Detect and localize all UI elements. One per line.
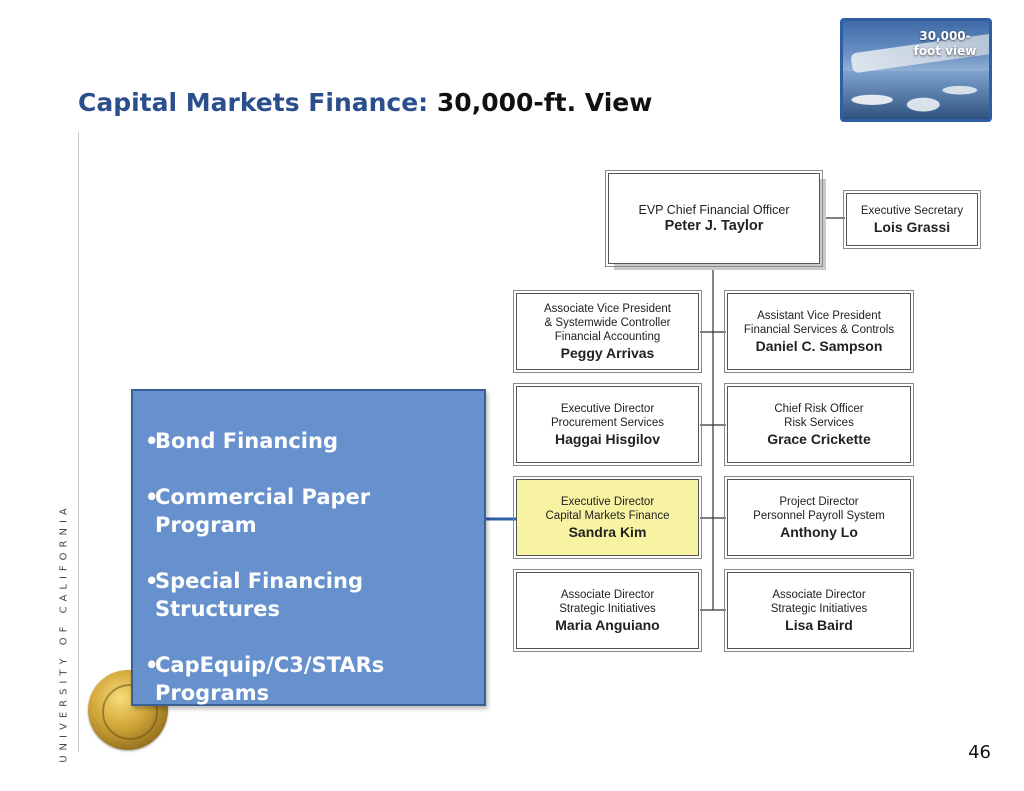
org-box-name: Grace Crickette <box>767 430 871 447</box>
org-box-role-line: Personnel Payroll System <box>753 509 885 522</box>
org-box-name: Peter J. Taylor <box>664 217 764 234</box>
org-box-role-line: Capital Markets Finance <box>545 509 670 522</box>
org-box-role-line: Financial Accounting <box>554 330 661 343</box>
org-box-role-line: Assistant Vice President <box>757 309 881 322</box>
org-box-role-line: Project Director <box>779 495 859 508</box>
bullet-icon: • <box>145 569 159 593</box>
org-box-report: Assistant Vice President Financial Servi… <box>724 290 914 373</box>
org-box-role-line: Associate Director <box>772 588 866 601</box>
org-box-role-line: Chief Risk Officer <box>774 402 864 415</box>
callout-bullet-text: Bond Financing <box>155 429 338 453</box>
org-box-cfo: EVP Chief Financial Officer Peter J. Tay… <box>605 170 823 267</box>
org-box-report: Associate Vice President & Systemwide Co… <box>513 290 702 373</box>
org-box-name: Haggai Hisgilov <box>554 430 661 447</box>
org-box-name: Peggy Arrivas <box>560 344 655 361</box>
callout-bullet-text: Commercial Paper Program <box>155 485 371 537</box>
org-box-role-line: Executive Director <box>560 402 655 415</box>
org-box-role-line: Associate Vice President <box>544 302 671 315</box>
callout-bullet-text: Special Financing Structures <box>155 569 363 621</box>
callout-bullet-item: •Special Financing Structures <box>145 567 474 623</box>
title-subtitle: 30,000-ft. View <box>436 88 653 117</box>
callout-bullet-item: •Bond Financing <box>145 427 474 455</box>
org-box-role-line: Executive Director <box>560 495 655 508</box>
org-box-role-line: Strategic Initiatives <box>559 602 656 615</box>
left-divider-rule <box>78 132 79 752</box>
org-box-name: Sandra Kim <box>568 523 647 540</box>
org-box-report: Project Director Personnel Payroll Syste… <box>724 476 914 559</box>
org-box-name: Daniel C. Sampson <box>755 337 883 354</box>
clouds-graphic <box>843 71 989 119</box>
seal-inner-ring <box>102 684 158 740</box>
org-box-name: Anthony Lo <box>780 523 858 540</box>
callout-bullet-item: •CapEquip/C3/STARs Programs <box>145 651 474 707</box>
callout-bullet-list: •Bond Financing •Commercial Paper Progra… <box>133 391 484 707</box>
org-box-secretary: Executive Secretary Lois Grassi <box>843 190 981 249</box>
org-box-report: Associate Director Strategic Initiatives… <box>724 569 914 652</box>
org-box-report: Executive Director Procurement Services … <box>513 383 702 466</box>
page-title: Capital Markets Finance: 30,000-ft. View <box>78 88 652 117</box>
org-box-role-line: Strategic Initiatives <box>770 602 868 615</box>
org-box-role-line: Procurement Services <box>550 416 665 429</box>
org-box-role-line: Risk Services <box>784 416 854 429</box>
callout-bullet-item: •Commercial Paper Program <box>145 483 474 539</box>
thumbnail-label: 30,000-foot view <box>913 29 977 58</box>
callout-bullet-text: CapEquip/C3/STARs Programs <box>155 653 385 705</box>
org-box-report: Associate Director Strategic Initiatives… <box>513 569 702 652</box>
org-box-role-line: Financial Services & Controls <box>743 323 895 336</box>
org-box-role: EVP Chief Financial Officer <box>638 202 790 217</box>
org-box-capital-markets-highlighted: Executive Director Capital Markets Finan… <box>513 476 702 559</box>
org-box-role-line: Associate Director <box>560 588 655 601</box>
org-box-name: Maria Anguiano <box>555 616 660 633</box>
page-number: 46 <box>968 742 991 763</box>
org-box-name: Lois Grassi <box>873 218 951 235</box>
bullet-icon: • <box>145 653 159 677</box>
org-box-name: Lisa Baird <box>785 616 853 633</box>
bullet-icon: • <box>145 429 159 453</box>
org-box-role: Executive Secretary <box>860 204 964 217</box>
org-box-role-line: & Systemwide Controller <box>544 316 671 329</box>
bullet-icon: • <box>145 485 159 509</box>
capital-markets-callout: •Bond Financing •Commercial Paper Progra… <box>131 389 486 706</box>
view-thumbnail-image: 30,000-foot view <box>840 18 992 122</box>
title-topic: Capital Markets Finance: <box>78 88 429 117</box>
org-box-report: Chief Risk Officer Risk Services Grace C… <box>724 383 914 466</box>
